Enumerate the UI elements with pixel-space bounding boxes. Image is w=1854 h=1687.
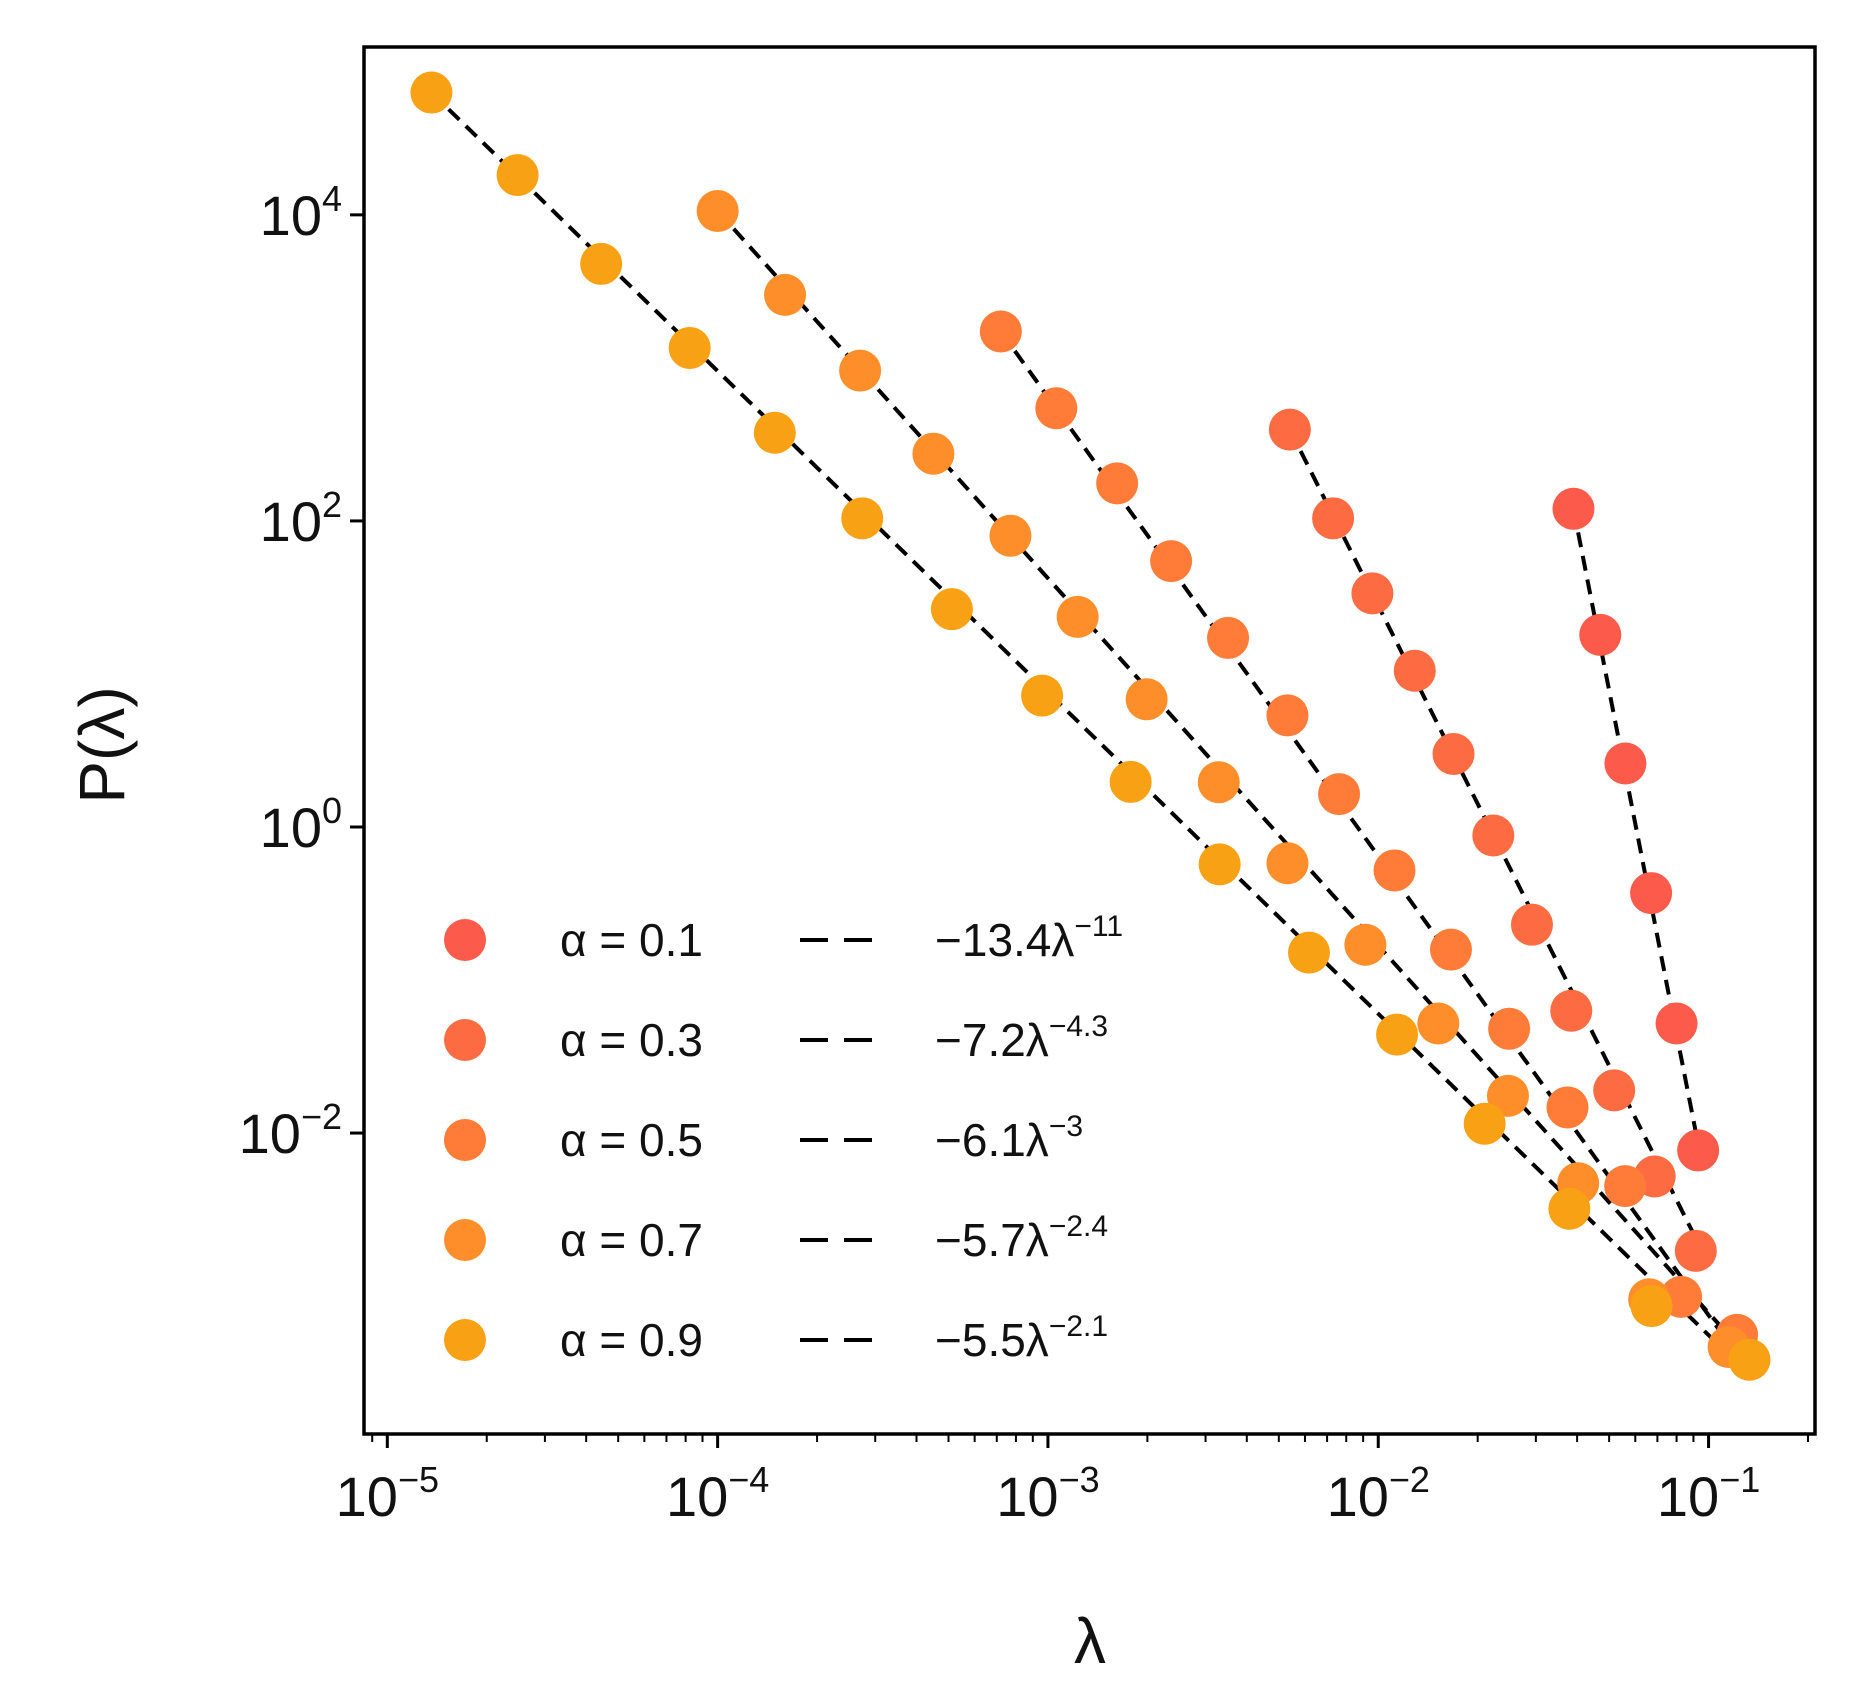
data-point bbox=[1593, 1069, 1636, 1112]
data-point bbox=[1312, 497, 1355, 540]
data-point bbox=[1266, 694, 1309, 737]
data-point bbox=[1548, 1187, 1591, 1230]
fit-line bbox=[1571, 508, 1701, 1145]
data-point bbox=[1056, 595, 1099, 638]
data-point bbox=[668, 326, 711, 369]
data-point bbox=[753, 411, 796, 454]
data-point bbox=[1486, 1074, 1529, 1117]
x-tick-label: 10−2 bbox=[1327, 1459, 1430, 1528]
data-point bbox=[912, 432, 955, 475]
data-point bbox=[1728, 1338, 1771, 1381]
data-points bbox=[410, 71, 1771, 1381]
legend-marker bbox=[444, 1119, 486, 1161]
data-point bbox=[1198, 843, 1241, 886]
plot-frame bbox=[362, 45, 1817, 1436]
y-tick-label: 10−2 bbox=[239, 1096, 342, 1165]
data-point bbox=[1552, 487, 1595, 530]
data-point bbox=[1207, 616, 1250, 659]
data-point bbox=[696, 189, 739, 232]
fit-line bbox=[999, 330, 1739, 1356]
data-point bbox=[1674, 1229, 1717, 1272]
data-point bbox=[1318, 773, 1361, 816]
data-point bbox=[841, 497, 884, 540]
data-point bbox=[979, 310, 1022, 353]
data-point bbox=[1268, 408, 1311, 451]
data-point bbox=[839, 349, 882, 392]
legend-label: α = 0.7 bbox=[560, 1214, 703, 1266]
legend-label: α = 0.3 bbox=[560, 1014, 703, 1066]
fit-lines bbox=[430, 91, 1751, 1377]
data-point bbox=[1376, 1013, 1419, 1056]
fit-line bbox=[430, 91, 1751, 1377]
data-point bbox=[1604, 742, 1647, 785]
x-tick-label: 10−4 bbox=[666, 1459, 769, 1528]
data-point bbox=[1550, 989, 1593, 1032]
data-point bbox=[1287, 931, 1330, 974]
data-point bbox=[1655, 1002, 1698, 1045]
legend-label: α = 0.5 bbox=[560, 1114, 703, 1166]
x-tick-label: 10−3 bbox=[996, 1459, 1099, 1528]
data-point bbox=[1579, 613, 1622, 656]
data-point bbox=[930, 588, 973, 631]
legend-fit-label: −7.2λ−4.3 bbox=[935, 1010, 1108, 1066]
data-point bbox=[1266, 842, 1309, 885]
data-point bbox=[1463, 1102, 1506, 1145]
y-axis: 10−2 100 102 104 bbox=[239, 178, 364, 1165]
data-point bbox=[1021, 674, 1064, 717]
data-point bbox=[1510, 903, 1553, 946]
data-point bbox=[1351, 572, 1394, 615]
data-point bbox=[1035, 387, 1078, 430]
data-point bbox=[1472, 814, 1515, 857]
data-point bbox=[1604, 1165, 1647, 1208]
y-axis-label: P(λ) bbox=[66, 686, 138, 803]
data-point bbox=[1150, 540, 1193, 583]
data-point bbox=[1125, 678, 1168, 721]
data-point bbox=[1630, 872, 1673, 915]
data-point bbox=[1488, 1007, 1531, 1050]
legend-marker bbox=[444, 1319, 486, 1361]
data-point bbox=[764, 273, 807, 316]
data-point bbox=[1429, 928, 1472, 971]
legend-marker bbox=[444, 1219, 486, 1261]
data-point bbox=[989, 514, 1032, 557]
data-point bbox=[1373, 849, 1416, 892]
x-axis-label: λ bbox=[1074, 1605, 1106, 1677]
data-point bbox=[1393, 649, 1436, 692]
data-point bbox=[1630, 1285, 1673, 1328]
y-tick-label: 104 bbox=[260, 178, 342, 247]
legend-fit-label: −6.1λ−3 bbox=[935, 1110, 1083, 1166]
legend-fit-label: −5.5λ−2.1 bbox=[935, 1310, 1108, 1366]
legend-marker bbox=[444, 919, 486, 961]
data-point bbox=[1432, 732, 1475, 775]
data-point bbox=[1546, 1086, 1589, 1129]
y-tick-label: 102 bbox=[260, 484, 342, 553]
data-point bbox=[496, 154, 539, 197]
data-point bbox=[580, 242, 623, 285]
x-tick-label: 10−1 bbox=[1657, 1459, 1760, 1528]
legend-label: α = 0.9 bbox=[560, 1314, 703, 1366]
y-tick-label: 100 bbox=[260, 790, 342, 859]
data-point bbox=[1344, 923, 1387, 966]
legend-fit-label: −13.4λ−11 bbox=[935, 910, 1123, 966]
data-point bbox=[1417, 1002, 1460, 1045]
legend-marker bbox=[444, 1019, 486, 1061]
x-tick-label: 10−5 bbox=[336, 1459, 439, 1528]
data-point bbox=[410, 71, 453, 114]
data-point bbox=[1109, 760, 1152, 803]
data-point bbox=[1677, 1129, 1720, 1172]
data-point bbox=[1096, 462, 1139, 505]
legend: α = 0.1 −13.4λ−11 α = 0.3 −7.2λ−4.3 α = 0.5 −… bbox=[444, 910, 1123, 1366]
legend-fit-label: −5.7λ−2.4 bbox=[935, 1210, 1108, 1266]
legend-label: α = 0.1 bbox=[560, 914, 703, 966]
data-point bbox=[1197, 761, 1240, 804]
x-axis: 10−5 10−4 10−3 10−2 10−1 bbox=[336, 1434, 1810, 1528]
fit-line bbox=[716, 209, 1743, 1350]
